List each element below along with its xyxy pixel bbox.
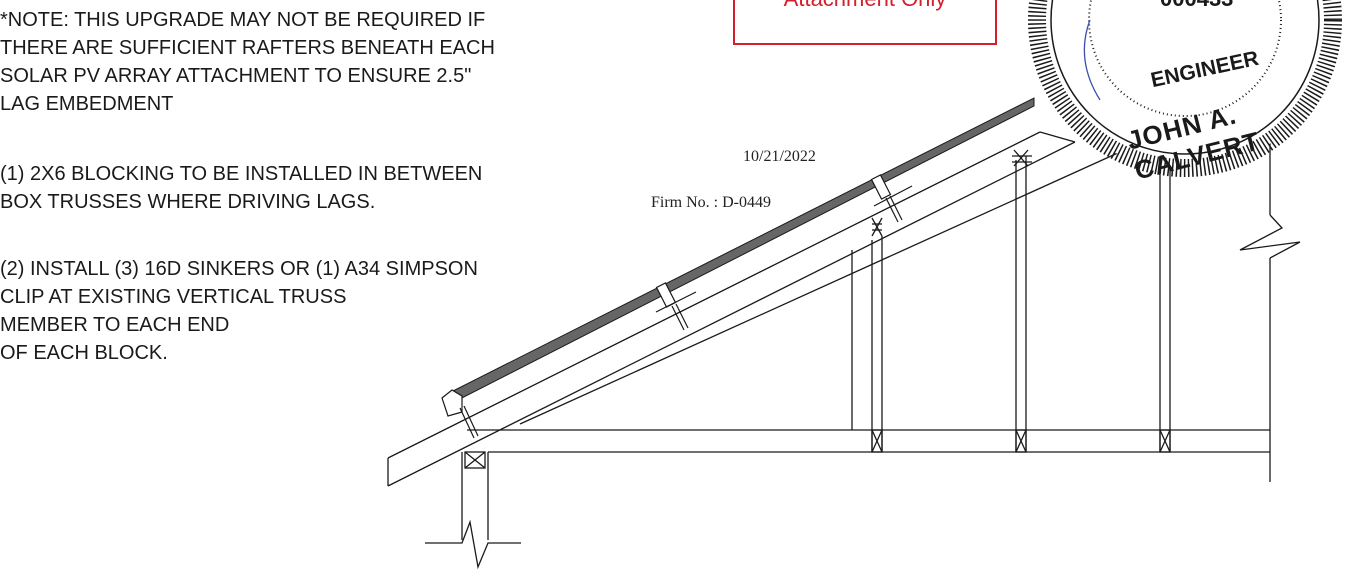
note-blocking: (1) 2X6 BLOCKING TO BE INSTALLED IN BETW… [0,163,483,213]
seal-number: 000433 [1160,0,1233,12]
pv-attachments [441,174,913,439]
note-upgrade-conditions: *NOTE: THIS UPGRADE MAY NOT BE REQUIRED … [0,9,495,115]
attachment-right [870,174,913,223]
rafter-top-chord [387,131,1121,487]
seal-date: 10/21/2022 [743,148,816,165]
bottom-chord [467,429,1271,482]
firm-number: Firm No. : D-0449 [651,194,771,211]
engineer-seal [1028,0,1342,177]
attachment-middle [655,282,697,331]
solar-pv-panel [448,97,1035,404]
left-wall [425,451,521,570]
attachment-left [441,389,479,439]
attachment-only-text: Attachment Only [735,0,995,10]
note-sinkers-clip: (2) INSTALL (3) 16D SINKERS OR (1) A34 S… [0,258,478,364]
vertical-truss-members [851,149,1171,453]
attachment-only-stamp: Attachment Only [733,0,997,45]
